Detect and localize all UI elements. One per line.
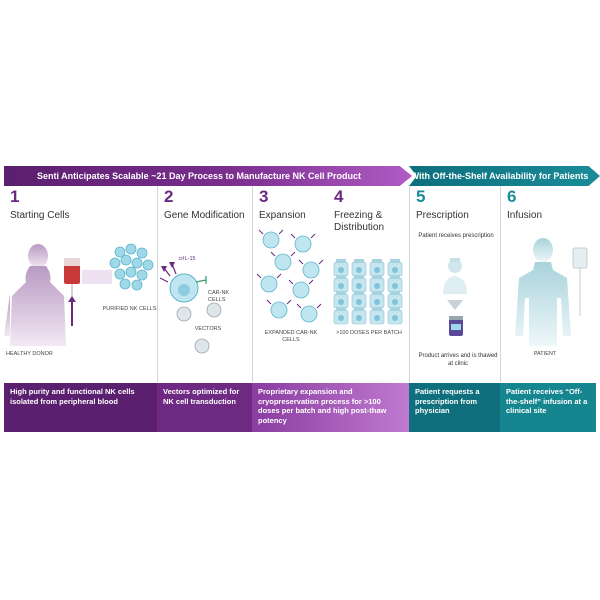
patient-figure xyxy=(515,238,571,346)
step-1-column: 1 Starting Cells PURIFIED NK CELLS H xyxy=(4,186,157,382)
step-2-description: Vectors optimized for NK cell transducti… xyxy=(157,383,252,432)
step-4-column: 4 Freezing & Distribution >100 DOSES PER… xyxy=(328,186,409,382)
step-1-number: 1 xyxy=(10,187,20,206)
step-5-title: Prescription xyxy=(416,210,469,221)
process-banner: Senti Anticipates Scalable ~21 Day Proce… xyxy=(4,166,412,186)
gene-modification-illustration xyxy=(159,262,222,354)
availability-banner-text: With Off-the-Shelf Availability for Pati… xyxy=(410,171,589,181)
doses-label: >100 DOSES PER BATCH xyxy=(336,330,402,336)
starting-cells-illustration xyxy=(4,243,154,346)
step-2-column: 2 Gene Modification crIL-15 CAR-NK CELLS… xyxy=(157,186,253,382)
dose-vial xyxy=(369,275,385,293)
expanded-cells-label: EXPANDED CAR-NK CELLS xyxy=(264,330,318,343)
step-4-title: Freezing & Distribution xyxy=(334,210,385,233)
dose-vial xyxy=(351,291,367,309)
step-4-number: 4 xyxy=(334,187,344,206)
dose-vial xyxy=(369,307,385,325)
vectors-label: VECTORS xyxy=(194,326,222,332)
dose-vial xyxy=(351,275,367,293)
vector-particles xyxy=(176,302,222,354)
dose-vials-illustration xyxy=(333,259,403,325)
step-1-description: High purity and functional NK cells isol… xyxy=(4,383,157,432)
vial-icon xyxy=(449,316,463,336)
product-arrives-text: Product arrives and is thawed at clinic xyxy=(418,353,498,367)
step-6-column: 6 Infusion PATIENT xyxy=(500,186,597,382)
dose-vial xyxy=(369,259,385,277)
dose-vial xyxy=(387,275,403,293)
purified-nk-cells xyxy=(109,243,154,291)
patient-receives-text: Patient receives prescription xyxy=(418,233,494,239)
step-5-description: Patient requests a prescription from phy… xyxy=(409,383,500,432)
dose-vial xyxy=(387,259,403,277)
dose-vial xyxy=(333,275,349,293)
dose-vial xyxy=(387,291,403,309)
car-nk-label: CAR-NK CELLS xyxy=(208,290,230,303)
step-2-title: Gene Modification xyxy=(164,210,245,221)
step-3-description: Proprietary expansion and cryopreservati… xyxy=(252,383,409,432)
down-arrow-icon xyxy=(447,300,463,310)
step-2-number: 2 xyxy=(164,187,174,206)
blood-bag-icon xyxy=(64,258,80,326)
car-nk-cell xyxy=(159,262,207,303)
expanded-cells xyxy=(260,231,320,323)
receptor-spikes xyxy=(256,229,324,309)
process-banner-text: Senti Anticipates Scalable ~21 Day Proce… xyxy=(36,171,362,181)
step-5-column: 5 Prescription Patient receives prescrip… xyxy=(409,186,501,382)
step-6-title: Infusion xyxy=(507,210,543,221)
infusion-illustration xyxy=(515,238,588,346)
physician-icon xyxy=(443,258,467,294)
step-3-number: 3 xyxy=(259,187,269,206)
vial-grid xyxy=(333,259,403,325)
crl-label: crIL-15 xyxy=(178,256,196,262)
step-3-column: 3 Expansion EXPANDED CAR-NK CELLS xyxy=(252,186,329,382)
dose-vial xyxy=(333,291,349,309)
availability-banner: With Off-the-Shelf Availability for Pati… xyxy=(409,166,600,186)
expansion-illustration xyxy=(256,229,324,323)
healthy-donor-label: HEALTHY DONOR xyxy=(6,351,53,357)
iv-bag-icon xyxy=(572,247,588,316)
dose-vial xyxy=(351,307,367,325)
dose-vial xyxy=(333,307,349,325)
step-6-description: Patient receives “Off-the-shelf” infusio… xyxy=(500,383,596,432)
step-1-title: Starting Cells xyxy=(10,210,70,221)
dose-vial xyxy=(333,259,349,277)
dose-vial xyxy=(387,307,403,325)
step-3-title: Expansion xyxy=(259,210,306,221)
patient-label: PATIENT xyxy=(533,351,557,357)
prescription-illustration xyxy=(443,258,467,336)
dose-vial xyxy=(351,259,367,277)
dose-vial xyxy=(369,291,385,309)
step-5-number: 5 xyxy=(416,187,426,206)
healthy-donor-figure xyxy=(4,244,66,346)
purified-nk-label: PURIFIED NK CELLS xyxy=(102,306,157,312)
step-6-number: 6 xyxy=(507,187,517,206)
